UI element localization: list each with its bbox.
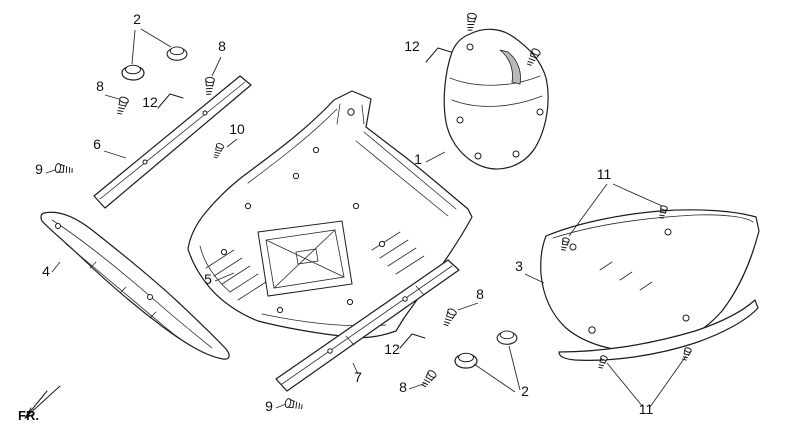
cap-2b [166, 46, 188, 61]
callout-1: 1 [414, 151, 422, 167]
screw-8d [419, 368, 438, 390]
screw-8a [203, 76, 216, 96]
callout-12-left: 12 [142, 94, 158, 110]
callout-9-left: 9 [35, 161, 43, 177]
fr-direction-arrow [24, 385, 61, 419]
screw-8c [441, 307, 458, 328]
cap-2a [121, 64, 145, 81]
callout-8-top: 8 [218, 38, 226, 54]
part-4-left-side-cover [40, 211, 230, 360]
callout-9-bottom: 9 [265, 398, 273, 414]
callout-labels: 2 8 8 12 6 10 9 12 1 11 3 5 4 8 12 7 8 2… [35, 11, 653, 417]
callout-6: 6 [93, 136, 101, 152]
callout-10: 10 [229, 121, 245, 137]
callout-12-top: 12 [404, 38, 420, 54]
callout-12-bottom: 12 [384, 341, 400, 357]
callout-8-left: 8 [96, 78, 104, 94]
callout-11-top: 11 [597, 166, 612, 182]
screw-9b [283, 397, 304, 412]
part-3-right-side-cover [540, 209, 760, 361]
part-1-front-inner-cover [443, 28, 549, 170]
cap-2d [496, 330, 518, 345]
callout-11-bottom: 11 [639, 401, 654, 417]
screw-front-cover-a [465, 12, 478, 32]
screw-11d [680, 346, 693, 362]
part-7-step-garnish-strip [275, 259, 460, 392]
clip-12c [399, 333, 426, 349]
leader-lines [45, 28, 687, 409]
clip-12a [157, 93, 184, 109]
screw-9a [54, 162, 74, 176]
callout-4: 4 [42, 263, 50, 279]
callout-2-bottom: 2 [521, 383, 529, 399]
clip-12b [425, 47, 452, 63]
callout-5: 5 [204, 271, 212, 287]
callout-3: 3 [515, 258, 523, 274]
cap-2c [454, 352, 478, 369]
screw-10 [211, 142, 225, 160]
fr-label: FR. [18, 408, 39, 423]
screw-8b [114, 95, 130, 116]
part-6-side-garnish-strip [93, 75, 252, 209]
callout-8-bottom: 8 [399, 379, 407, 395]
callout-2-top: 2 [133, 11, 141, 27]
callout-8-mid: 8 [476, 286, 484, 302]
callout-7: 7 [354, 369, 362, 385]
part-5-floor-panel [187, 90, 473, 339]
